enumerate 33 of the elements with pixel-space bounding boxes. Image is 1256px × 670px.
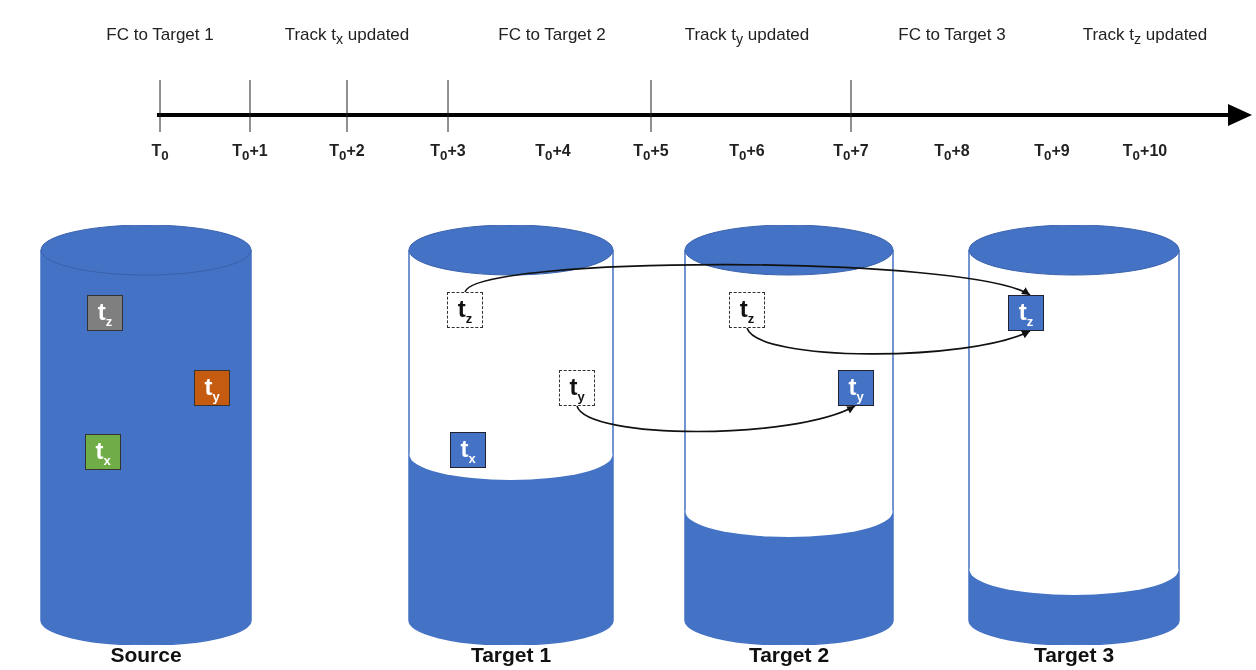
time-label: T$_{0}$+6 — [728, 142, 766, 164]
time-label: T$_{0}$+9 — [1033, 142, 1071, 164]
track-tile: t$_{z}$ — [87, 295, 123, 331]
event-label: Track t$_{z}$ updated — [1081, 24, 1209, 50]
event-label: FC to Target 1 — [105, 24, 215, 46]
time-label: T$_{0}$+10 — [1121, 142, 1169, 164]
curved-arrow — [464, 263, 1031, 296]
time-label: T$_{0}$+3 — [429, 142, 467, 164]
event-label: FC to Target 2 — [497, 24, 607, 46]
time-label: T$_{0}$+8 — [933, 142, 971, 164]
curved-arrow — [576, 405, 856, 433]
time-label: T$_{0}$ — [150, 142, 170, 164]
cylinder-label: Target 2 — [747, 643, 831, 667]
cylinder-label: Source — [109, 643, 183, 667]
track-tile: t$_{x}$ — [85, 434, 121, 470]
time-label: T$_{0}$+5 — [632, 142, 670, 164]
cylinder-label: Target 3 — [1032, 643, 1116, 667]
time-label: T$_{0}$+1 — [231, 142, 269, 164]
event-label: Track t$_{x}$ updated — [283, 24, 411, 50]
time-label: T$_{0}$+4 — [534, 142, 572, 164]
track-tile: t$_{x}$ — [450, 432, 486, 468]
dashed-track-tile: t$_{z}$ — [447, 292, 483, 328]
dashed-track-tile: t$_{y}$ — [559, 370, 595, 406]
track-tile: t$_{y}$ — [194, 370, 230, 406]
event-label: Track t$_{y}$ updated — [683, 24, 811, 50]
track-tile: t$_{z}$ — [1008, 295, 1044, 331]
time-label: T$_{0}$+7 — [832, 142, 870, 164]
time-label: T$_{0}$+2 — [328, 142, 366, 164]
event-label: FC to Target 3 — [897, 24, 1007, 46]
dashed-track-tile: t$_{z}$ — [729, 292, 765, 328]
track-tile: t$_{y}$ — [838, 370, 874, 406]
curved-arrow — [746, 327, 1031, 355]
cylinder-label: Target 1 — [469, 643, 553, 667]
